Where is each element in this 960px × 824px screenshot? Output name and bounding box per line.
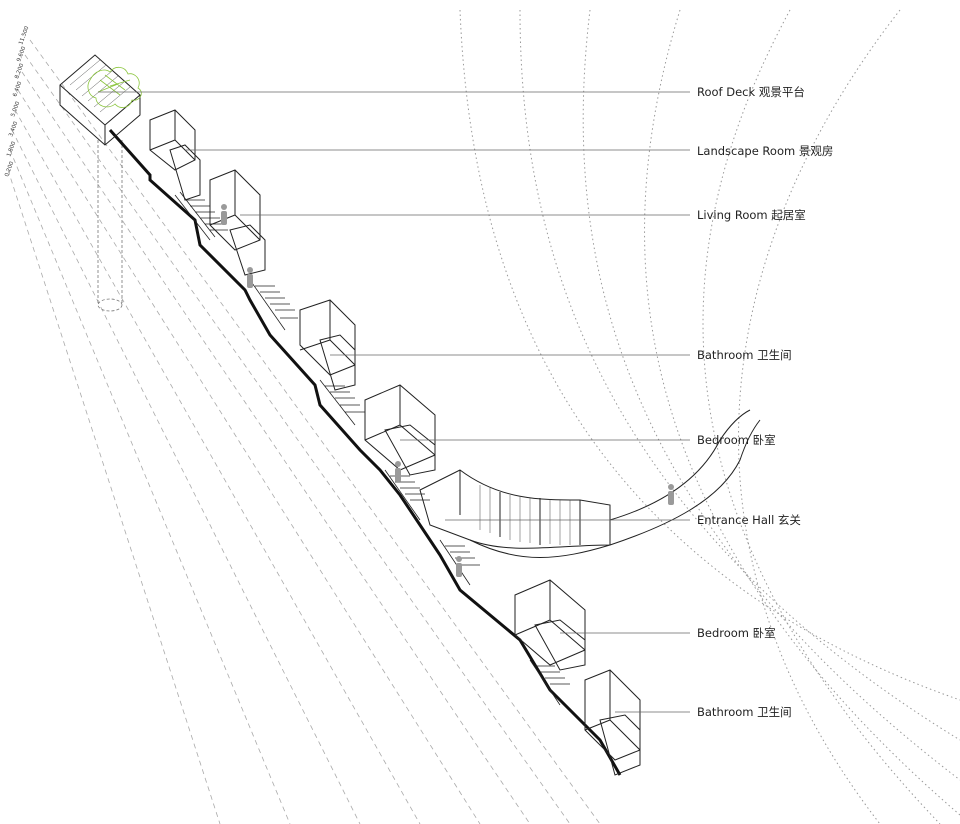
stair-runs	[174, 191, 570, 706]
leader-lines	[98, 91, 690, 713]
level-label: 5.000	[10, 100, 21, 117]
human-figures	[221, 204, 674, 577]
person-figure	[668, 484, 674, 505]
contour-arcs	[459, 9, 960, 824]
label-bathroom-lower: Bathroom 卫生间	[697, 705, 792, 719]
label-landscape-room: Landscape Room 景观房	[697, 144, 834, 158]
entrance-hall-volume	[419, 469, 611, 549]
level-label: 9.600	[16, 45, 27, 62]
level-label: 0.200	[4, 160, 15, 177]
label-living-room: Living Room 起居室	[697, 208, 806, 222]
person-figure	[456, 556, 462, 577]
ground-section-line	[108, 129, 622, 776]
level-label: 3.400	[8, 120, 19, 137]
level-label: 11.500	[18, 25, 30, 46]
label-bathroom-upper: Bathroom 卫生间	[697, 348, 792, 362]
level-lines	[7, 39, 601, 824]
roof-deck-volume	[59, 54, 141, 146]
level-labels: 11.500 9.600 8.200 6.400 5.000 3.400 1.8…	[4, 25, 30, 178]
glazing-lines	[479, 485, 571, 545]
bathroom-lower-volume	[584, 669, 641, 761]
label-entrance-hall: Entrance Hall 玄关	[697, 513, 801, 527]
label-bedroom-lower: Bedroom 卧室	[697, 626, 776, 640]
person-figure	[247, 267, 253, 288]
person-figure	[221, 204, 227, 225]
level-label: 1.800	[6, 140, 17, 157]
living-room-volume	[209, 169, 261, 251]
label-roof-deck: Roof Deck 观景平台	[697, 85, 805, 99]
person-figure	[395, 461, 401, 482]
level-label: 6.400	[12, 80, 23, 97]
level-label: 8.200	[14, 62, 25, 79]
building-volumes	[59, 54, 761, 776]
label-bedroom-upper: Bedroom 卧室	[697, 433, 776, 447]
tree-foliage	[87, 66, 142, 108]
pier-cylinder	[97, 140, 123, 312]
landscape-room-volume	[149, 109, 196, 171]
